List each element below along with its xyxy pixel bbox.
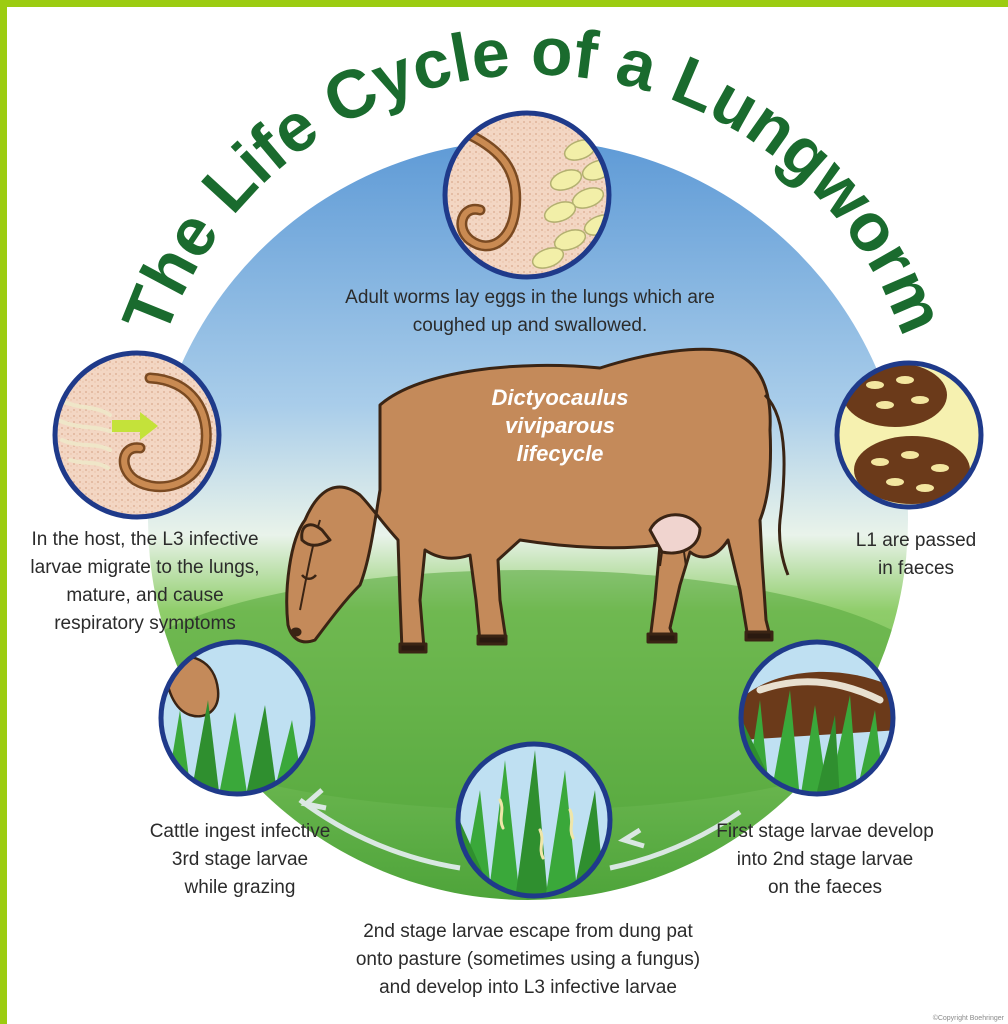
caption-line: respiratory symptoms	[10, 610, 280, 638]
stage-host-migration-image	[55, 353, 219, 517]
species-line-1: Dictyocaulus	[460, 384, 660, 412]
caption-line: L1 are passed	[826, 527, 1006, 555]
species-line-3: lifecycle	[460, 440, 660, 468]
caption-line: and develop into L3 infective larvae	[318, 974, 738, 1002]
species-line-2: viviparous	[460, 412, 660, 440]
caption-line: larvae migrate to the lungs,	[10, 554, 280, 582]
caption-line: Adult worms lay eggs in the lungs which …	[290, 284, 770, 312]
caption-host-migration: In the host, the L3 infective larvae mig…	[10, 526, 280, 638]
caption-line: while grazing	[110, 874, 370, 902]
caption-ingest-larvae: Cattle ingest infective 3rd stage larvae…	[110, 818, 370, 902]
caption-line: onto pasture (sometimes using a fungus)	[318, 946, 738, 974]
stage-faeces-image	[837, 363, 981, 507]
caption-line: into 2nd stage larvae	[680, 846, 970, 874]
caption-line: Cattle ingest infective	[110, 818, 370, 846]
caption-line: First stage larvae develop	[680, 818, 970, 846]
caption-line: mature, and cause	[10, 582, 280, 610]
copyright-note: ©Copyright Boehringer	[933, 1015, 1004, 1022]
caption-line: 3rd stage larvae	[110, 846, 370, 874]
caption-faeces: L1 are passed in faeces	[826, 527, 1006, 583]
caption-line: coughed up and swallowed.	[290, 312, 770, 340]
caption-first-stage-larvae: First stage larvae develop into 2nd stag…	[680, 818, 970, 902]
caption-line: In the host, the L3 infective	[10, 526, 280, 554]
species-label: Dictyocaulus viviparous lifecycle	[460, 384, 660, 468]
caption-line: in faeces	[826, 555, 1006, 583]
caption-line: on the faeces	[680, 874, 970, 902]
caption-adult-worms: Adult worms lay eggs in the lungs which …	[290, 284, 770, 340]
caption-line: 2nd stage larvae escape from dung pat	[318, 918, 738, 946]
caption-escape-larvae: 2nd stage larvae escape from dung pat on…	[318, 918, 738, 1002]
